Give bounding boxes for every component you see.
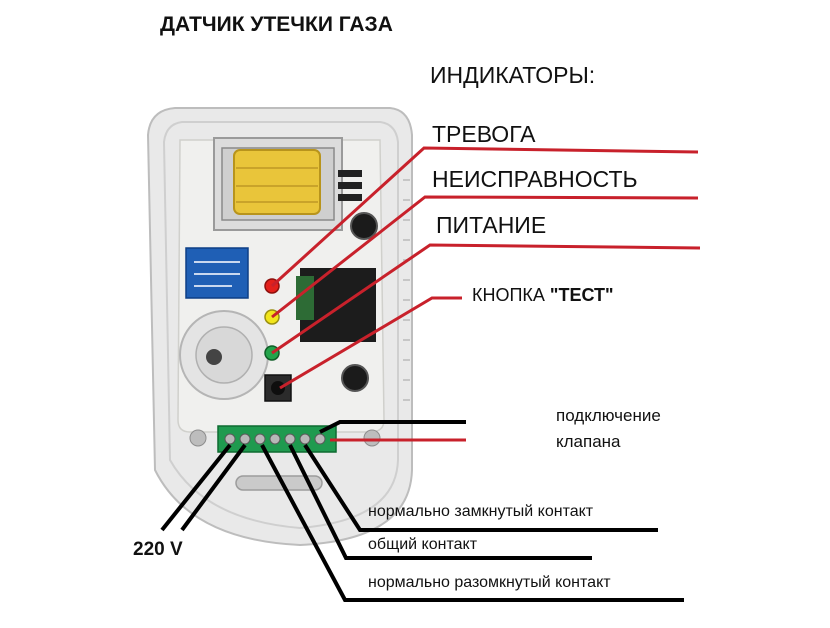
wire-220-1 bbox=[160, 443, 232, 532]
label-power: ПИТАНИЕ bbox=[436, 212, 547, 238]
label-test-prefix: КНОПКА bbox=[472, 285, 550, 305]
wire-no bbox=[260, 444, 684, 602]
wire-common bbox=[288, 444, 592, 560]
label-common: общий контакт bbox=[368, 536, 478, 553]
label-valve-line1: подключение bbox=[556, 406, 661, 425]
pointer-test bbox=[279, 296, 462, 390]
label-voltage: 220 V bbox=[133, 539, 183, 560]
indicator-pointers bbox=[270, 146, 701, 442]
diodes bbox=[338, 170, 362, 201]
wire-valve bbox=[319, 420, 466, 434]
label-test-button: КНОПКА "ТЕСТ" bbox=[472, 286, 614, 304]
pointer-fault bbox=[271, 195, 699, 319]
indicators-heading: ИНДИКАТОРЫ: bbox=[430, 62, 596, 88]
terminal-screws bbox=[224, 433, 326, 445]
label-test-name: "ТЕСТ" bbox=[549, 285, 614, 305]
label-valve-line2: клапана bbox=[556, 432, 621, 451]
wires bbox=[160, 420, 684, 602]
screw-hole-right bbox=[363, 429, 381, 447]
wire-220-2 bbox=[180, 443, 247, 532]
label-alarm: ТРЕВОГА bbox=[432, 121, 536, 147]
pointer-alarm bbox=[270, 146, 699, 288]
label-normally-open: нормально разомкнутый контакт bbox=[368, 574, 611, 591]
screw-hole-left bbox=[189, 429, 207, 447]
housing-ribs bbox=[403, 179, 410, 401]
capacitor-bottom bbox=[341, 364, 369, 392]
capacitor-top bbox=[350, 212, 378, 240]
label-normally-closed: нормально замкнутый контакт bbox=[368, 503, 594, 520]
wire-nc bbox=[303, 443, 658, 532]
transformer-coil bbox=[233, 149, 321, 215]
diagram-title: ДАТЧИК УТЕЧКИ ГАЗА bbox=[160, 13, 393, 36]
pointer-power bbox=[271, 243, 701, 355]
housing-inner-rim bbox=[162, 121, 399, 530]
label-fault: НЕИСПРАВНОСТЬ bbox=[432, 166, 638, 192]
